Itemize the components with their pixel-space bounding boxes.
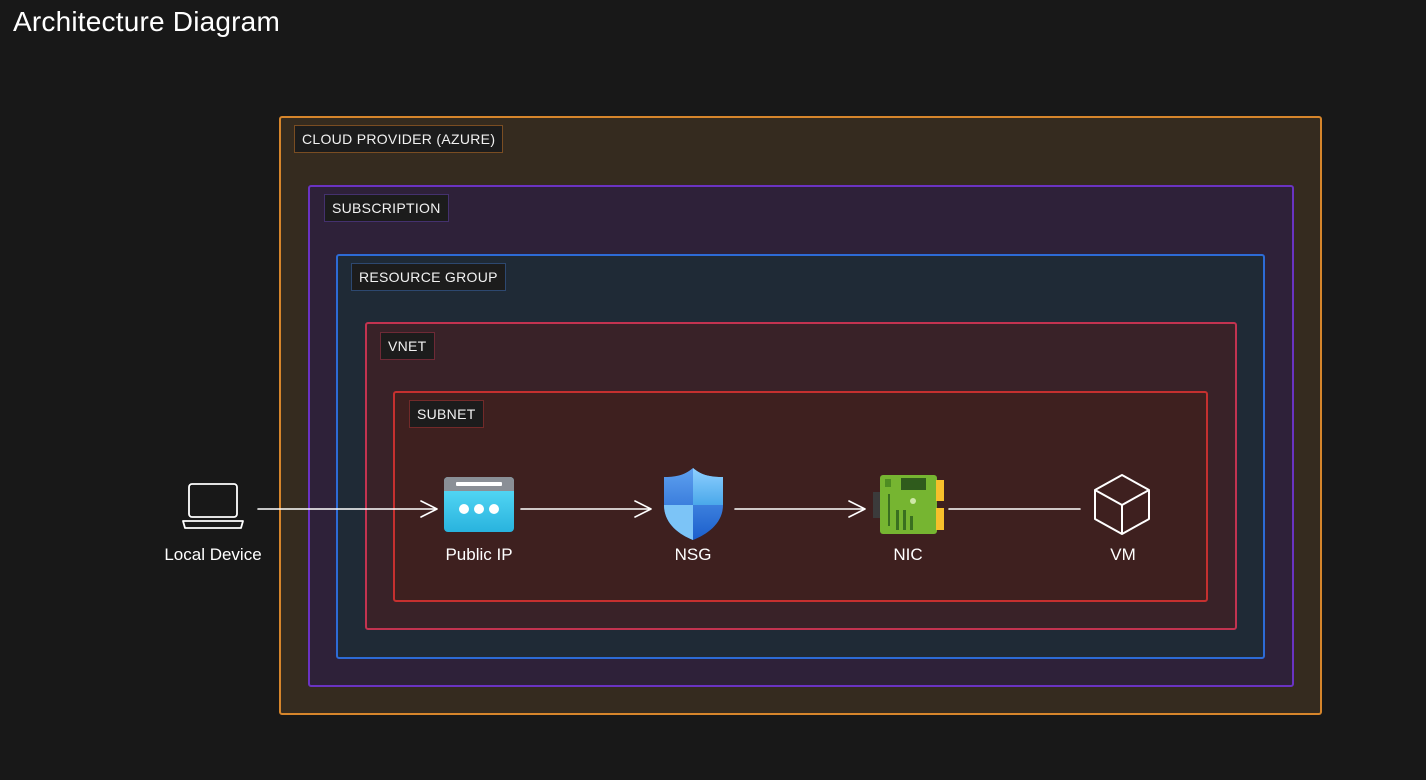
laptop-icon [182,483,244,529]
shield-icon [664,468,723,540]
resource-group-label: RESOURCE GROUP [351,263,506,291]
edge-public-ip-to-nsg [520,500,652,518]
nic-label: NIC [893,545,923,564]
subnet-container: SUBNET [393,391,1208,602]
public-ip-icon [444,477,514,532]
edge-nsg-to-nic [734,500,866,518]
vnet-label: VNET [380,332,435,360]
subscription-label: SUBSCRIPTION [324,194,449,222]
public-ip-label: Public IP [445,545,513,564]
network-card-icon [873,475,944,534]
page-title: Architecture Diagram [13,6,280,37]
edge-local-device-to-public-ip [257,500,438,518]
vm-label: VM [1110,545,1136,564]
subnet-label: SUBNET [409,400,484,428]
nsg-label: NSG [674,545,712,564]
cube-icon [1094,474,1150,535]
local-device-label: Local Device [164,545,262,564]
cloud-provider-label: CLOUD PROVIDER (AZURE) [294,125,504,153]
